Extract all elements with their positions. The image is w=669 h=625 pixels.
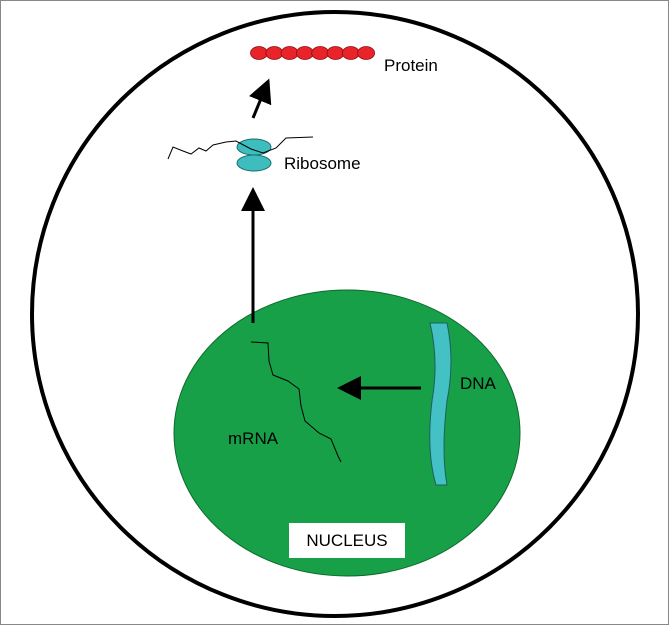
ribosome-large-subunit [236,138,272,156]
dna-label: DNA [460,374,496,393]
mrna-label: mRNA [228,429,279,448]
protein-bead [357,46,376,60]
nucleus [173,289,521,577]
protein-bead [280,46,299,60]
protein-bead [311,46,330,60]
protein-bead [265,46,284,60]
mrna-strand [250,341,342,463]
dna-strand [429,322,452,486]
protein-bead [326,46,345,60]
cell-membrane [30,10,640,618]
arrow-ribosome-to-protein [249,78,272,119]
protein-bead [250,46,268,60]
ribosome-mrna-strand [167,136,314,160]
nucleus-label-box: NUCLEUS [289,523,405,558]
nucleus-label: NUCLEUS [306,530,388,550]
protein-bead [341,46,360,60]
protein-bead [295,46,314,60]
ribosome-small-subunit [236,154,272,172]
ribosome-label: Ribosome [284,154,361,173]
protein-chain [250,46,376,60]
protein-label: Protein [384,56,438,75]
